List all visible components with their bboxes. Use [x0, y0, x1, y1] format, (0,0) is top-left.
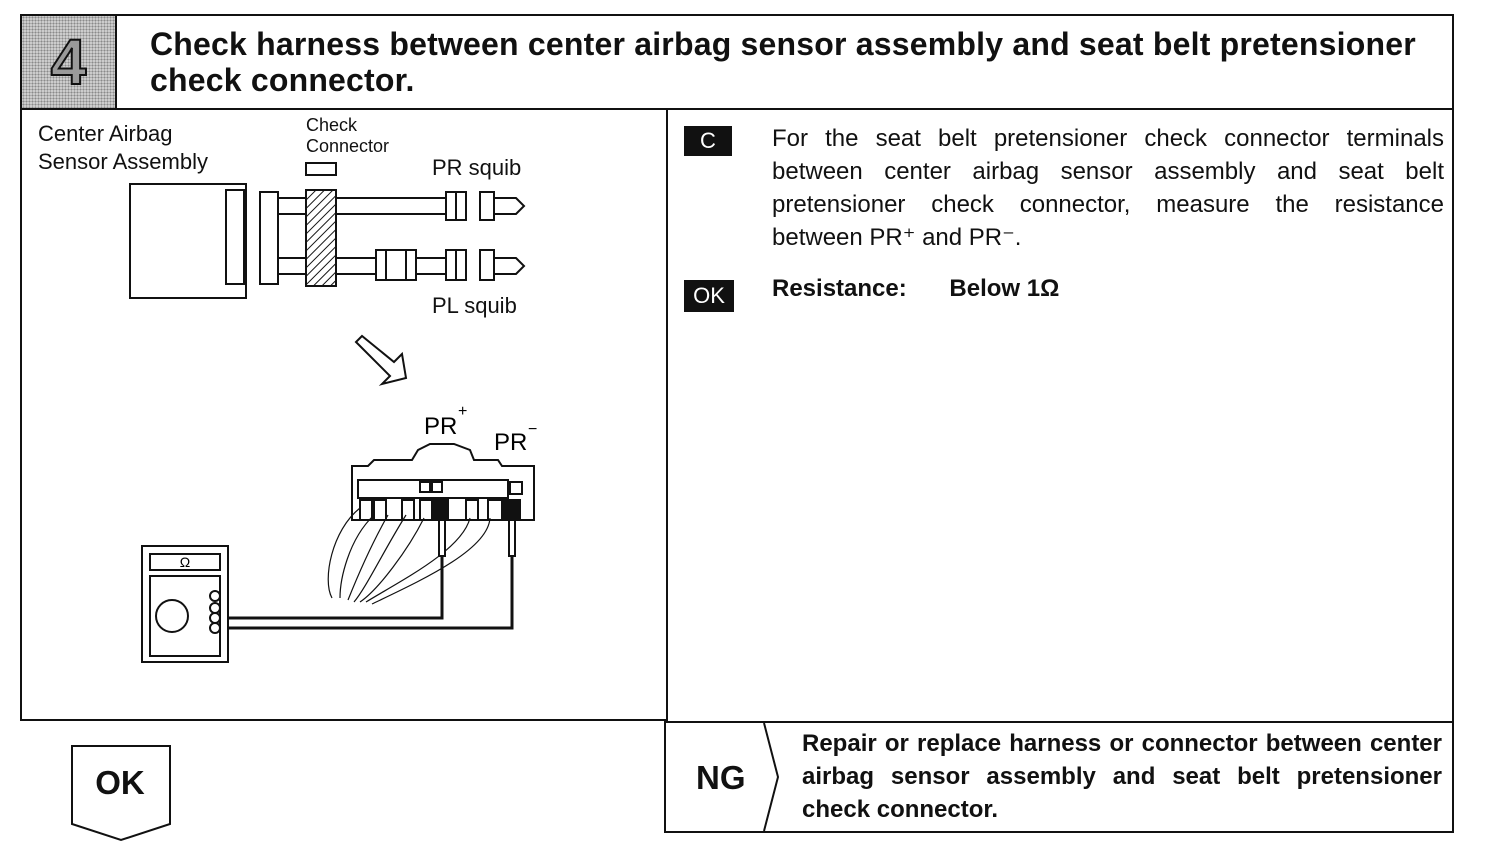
pl-squib-label: PL squib [432, 293, 517, 318]
check-connector [305, 189, 337, 287]
pr-minus-label: PR [494, 429, 527, 456]
connector-face [351, 443, 535, 521]
sensor-label-line2: Sensor Assembly [38, 149, 208, 174]
step-header: 4 Check harness between center airbag se… [20, 14, 1454, 110]
ohmmeter [141, 545, 229, 663]
spec-label: Resistance: [772, 275, 907, 302]
spec-value: Below 1Ω [949, 275, 1060, 302]
ng-label: NG [696, 759, 746, 796]
pr-squib-label: PR squib [432, 155, 522, 180]
check-connector-symbol [305, 162, 337, 176]
check-connector-label-line2: Connector [306, 136, 390, 156]
sensor-assembly-box [129, 183, 247, 299]
sensor-label-line1: Center Airbag [38, 121, 173, 146]
ng-panel: NG Repair or replace harness or connecto… [664, 721, 1454, 833]
pl-wire [278, 249, 526, 281]
harness-wires [327, 507, 491, 605]
ok-tag-shape [71, 745, 171, 842]
page-title: Check harness between center airbag sens… [150, 26, 1416, 98]
step-number-box: 4 [22, 16, 117, 108]
ohm-symbol: Ω [180, 554, 190, 570]
diagram-panel: Center Airbag Sensor Assembly Check Conn… [20, 108, 668, 721]
condition-badge: C [684, 126, 732, 156]
ok-tag-label: OK [95, 764, 145, 801]
arrow-down-icon [354, 334, 408, 386]
pr-minus-sign: − [528, 421, 537, 438]
check-connector-label-line1: Check [306, 115, 358, 135]
instruction-text: For the seat belt pretensioner check con… [772, 125, 1444, 251]
instruction-panel: C For the seat belt pretensioner check c… [666, 108, 1454, 723]
step-number: 4 [50, 26, 88, 98]
pr-plus-label: PR [424, 413, 457, 440]
ng-action-text: Repair or replace harness or connector b… [802, 730, 1442, 823]
probe-pr-minus [215, 519, 516, 630]
pr-plus-sign: + [458, 403, 467, 420]
ok-badge: OK [684, 280, 734, 312]
chevron-right-icon [763, 723, 780, 831]
pr-wire [278, 191, 526, 221]
wiring-diagram: Ω PR + PR − [129, 162, 537, 663]
resistance-spec: Resistance: Below 1Ω [772, 275, 1059, 303]
probe-pr-plus [215, 519, 446, 620]
harness-connector [259, 191, 279, 285]
